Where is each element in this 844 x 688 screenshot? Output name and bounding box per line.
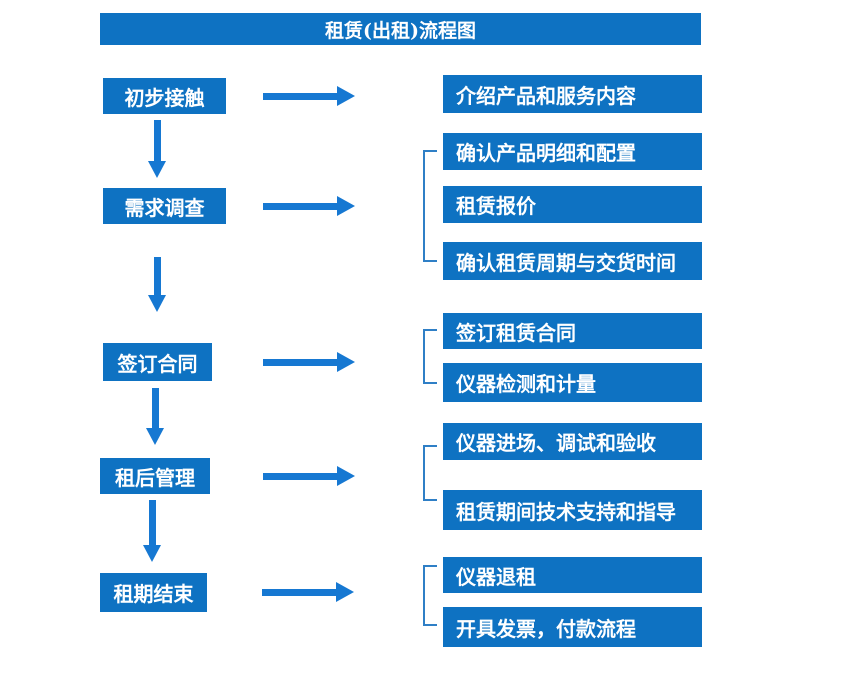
arrow-shaft [263, 359, 338, 366]
arrow-head [337, 86, 355, 106]
output-box-confirm-rental-period: 确认租赁周期与交货时间 [443, 242, 702, 280]
group-bracket-demand-survey [423, 150, 437, 262]
arrow-shaft [154, 120, 161, 161]
output-label: 签订租赁合同 [456, 320, 576, 345]
step-label: 租后管理 [115, 465, 195, 490]
arrow-shaft [262, 589, 337, 596]
flowchart-title-bar: 租赁(出租)流程图 [100, 13, 701, 45]
output-label: 确认产品明细和配置 [456, 141, 636, 165]
arrow-head [148, 161, 166, 178]
arrow-shaft [152, 388, 159, 428]
output-label: 介绍产品和服务内容 [456, 83, 636, 108]
step-label: 需求调查 [124, 195, 205, 220]
output-box-sign-rental-contract: 签订租赁合同 [443, 313, 702, 349]
arrow-head [337, 466, 355, 486]
arrow-shaft [154, 257, 161, 295]
flowchart-title: 租赁(出租)流程图 [325, 19, 476, 42]
arrow-shaft [263, 203, 338, 210]
arrow-shaft [263, 93, 338, 100]
step-box-sign-contract: 签订合同 [103, 343, 212, 381]
output-box-rental-quotation: 租赁报价 [443, 186, 702, 223]
output-box-confirm-product-details: 确认产品明细和配置 [443, 133, 702, 170]
arrow-head [148, 295, 166, 312]
group-bracket-rental-end [423, 565, 437, 626]
step-box-demand-survey: 需求调查 [103, 188, 226, 224]
output-box-technical-support: 租赁期间技术支持和指导 [443, 490, 702, 530]
output-label: 租赁报价 [456, 194, 536, 218]
output-box-instrument-testing: 仪器检测和计量 [443, 363, 702, 402]
step-box-initial-contact: 初步接触 [103, 78, 226, 114]
output-box-instrument-arrival: 仪器进场、调试和验收 [443, 423, 702, 460]
output-label: 确认租赁周期与交货时间 [456, 250, 676, 275]
output-label: 仪器退租 [456, 564, 536, 589]
arrow-head [337, 352, 355, 372]
step-label: 签订合同 [117, 351, 198, 376]
group-bracket-sign-contract [423, 329, 437, 384]
step-box-rental-end: 租期结束 [100, 573, 207, 612]
output-label: 租赁期间技术支持和指导 [456, 499, 676, 524]
arrow-shaft [263, 473, 338, 480]
step-box-post-rental-management: 租后管理 [100, 458, 210, 494]
arrow-shaft [149, 500, 156, 545]
arrow-head [337, 196, 355, 216]
arrow-head [143, 545, 161, 562]
arrow-head [146, 428, 164, 445]
output-label: 仪器检测和计量 [456, 372, 596, 396]
output-box-invoice-payment: 开具发票，付款流程 [443, 607, 702, 647]
output-box-introduce-products: 介绍产品和服务内容 [443, 75, 702, 113]
group-bracket-post-rental [423, 445, 437, 501]
step-label: 初步接触 [124, 85, 205, 110]
output-label: 仪器进场、调试和验收 [456, 431, 656, 455]
output-label: 开具发票，付款流程 [456, 616, 636, 641]
step-label: 租期结束 [113, 582, 194, 606]
arrow-head [336, 582, 354, 602]
output-box-instrument-return: 仪器退租 [443, 557, 702, 593]
